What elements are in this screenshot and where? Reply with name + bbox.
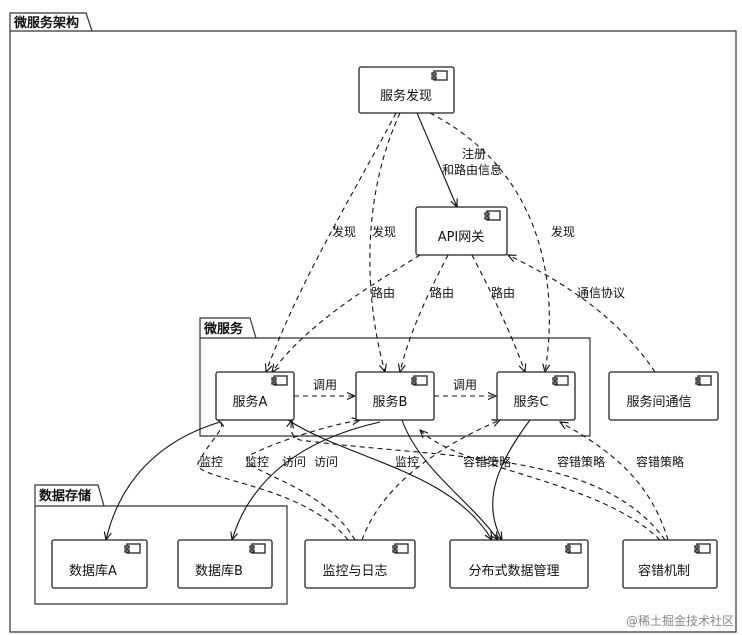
edge-discovery-service-a bbox=[266, 112, 397, 372]
component-fault-tolerance[interactable]: 容错机制 bbox=[622, 539, 718, 589]
component-service-b[interactable]: 服务B bbox=[355, 371, 435, 421]
edge-service-b-dist bbox=[401, 419, 498, 540]
edge-monitor-service-b bbox=[246, 420, 360, 541]
edge-label-fault-c: 容错策略 bbox=[636, 454, 684, 469]
frame-title-storage: 数据存储 bbox=[39, 488, 91, 504]
edge-service-a-db-a bbox=[106, 421, 221, 540]
edge-intercomm-gateway bbox=[508, 255, 656, 373]
component-inter-service-comm[interactable]: 服务间通信 bbox=[608, 371, 719, 421]
component-database-b[interactable]: 数据库B bbox=[177, 539, 273, 589]
component-label: API网关 bbox=[438, 230, 485, 245]
edge-discovery-service-b bbox=[369, 112, 401, 372]
component-label: 数据库B bbox=[195, 563, 243, 579]
component-label: 服务间通信 bbox=[626, 394, 691, 410]
frame-microservices: 微服务 bbox=[199, 317, 591, 437]
frame-data-storage: 数据存储 bbox=[34, 484, 288, 605]
component-label: 服务B bbox=[373, 394, 408, 410]
edge-label-monitor-b: 监控 bbox=[245, 455, 269, 469]
edge-label-call-bc: 调用 bbox=[453, 378, 477, 392]
edge-label-access-b: 访问 bbox=[314, 455, 338, 469]
component-label: 监控与日志 bbox=[322, 564, 387, 579]
edge-fault-service-c bbox=[560, 422, 669, 541]
component-service-a[interactable]: 服务A bbox=[215, 371, 295, 421]
component-api-gateway[interactable]: API网关 bbox=[415, 206, 508, 256]
edge-label-register-routing: 和路由信息 bbox=[442, 162, 502, 177]
edge-gateway-service-a bbox=[272, 254, 421, 372]
component-label: 服务A bbox=[233, 394, 268, 410]
edge-label-monitor-c: 监控 bbox=[395, 455, 419, 469]
edge-fault-service-b bbox=[420, 430, 661, 541]
component-service-c[interactable]: 服务C bbox=[496, 371, 576, 421]
component-label: 服务发现 bbox=[380, 88, 432, 104]
edge-label-call-ab: 调用 bbox=[313, 378, 337, 392]
component-label: 数据库A bbox=[69, 563, 117, 579]
edge-service-b-db-b bbox=[232, 421, 381, 540]
edge-fault-service-a bbox=[291, 420, 666, 541]
edge-service-a-dist bbox=[287, 419, 492, 540]
watermark: @稀土掘金技术社区 bbox=[626, 613, 734, 628]
component-database-a[interactable]: 数据库A bbox=[51, 539, 148, 589]
edge-label-route-a: 路由 bbox=[371, 285, 395, 300]
edge-gateway-service-c bbox=[471, 254, 525, 372]
frame-title-outer: 微服务架构 bbox=[13, 15, 79, 31]
edge-label-discover-c: 发现 bbox=[551, 224, 575, 239]
component-service-discovery[interactable]: 服务发现 bbox=[358, 66, 455, 114]
edge-label-register: 注册 bbox=[462, 146, 486, 161]
component-monitoring-logging[interactable]: 监控与日志 bbox=[304, 539, 416, 589]
edge-monitor-service-a bbox=[197, 420, 349, 541]
edge-monitor-service-c bbox=[361, 420, 500, 541]
edges bbox=[106, 112, 669, 541]
edge-label-discover-a: 发现 bbox=[332, 224, 356, 239]
edge-discovery-service-c bbox=[429, 112, 549, 372]
component-label: 容错机制 bbox=[638, 563, 690, 579]
edge-discovery-gateway bbox=[416, 112, 457, 207]
edge-label-fault-a: 容错策略 bbox=[463, 454, 511, 469]
edge-service-c-dist bbox=[492, 419, 531, 540]
frame-title-microservices: 微服务 bbox=[203, 321, 244, 337]
edge-gateway-service-b bbox=[400, 254, 449, 372]
frame-microservice-architecture: 微服务架构 bbox=[9, 12, 737, 633]
edge-label-protocol: 通信协议 bbox=[577, 285, 625, 300]
edge-label-fault-b: 容错策略 bbox=[557, 454, 605, 469]
component-distributed-data[interactable]: 分布式数据管理 bbox=[449, 539, 589, 589]
edge-label-monitor-a: 监控 bbox=[199, 455, 223, 469]
component-label: 分布式数据管理 bbox=[468, 564, 559, 579]
edge-label-route-b: 路由 bbox=[430, 285, 454, 300]
component-label: 服务C bbox=[513, 394, 548, 410]
edge-label-access-a: 访问 bbox=[282, 455, 306, 469]
edge-label-route-c: 路由 bbox=[491, 285, 515, 300]
edge-labels: 注册 和路由信息 发现 发现 发现 路由 路由 路由 通信协议 调用 调用 监控… bbox=[199, 146, 684, 469]
edge-label-discover-b: 发现 bbox=[372, 224, 396, 239]
